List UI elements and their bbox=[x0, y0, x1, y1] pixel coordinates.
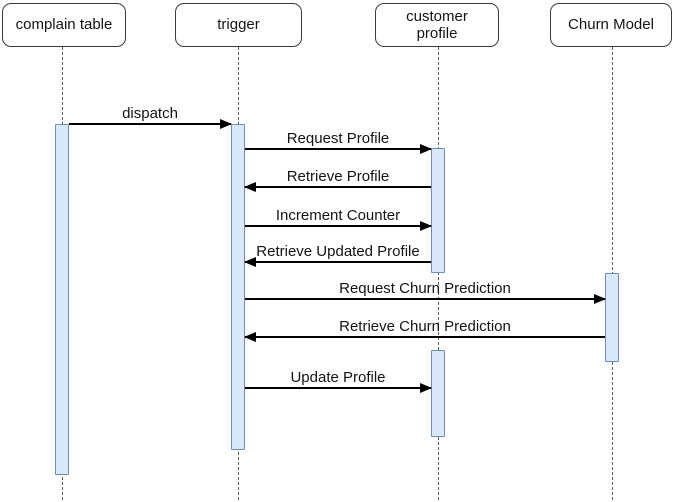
actor-label: trigger bbox=[217, 16, 260, 34]
message-label: Request Churn Prediction bbox=[339, 280, 511, 297]
message-request-profile: Request Profile bbox=[245, 130, 432, 154]
message-request-churn-prediction: Request Churn Prediction bbox=[245, 280, 606, 304]
arrow-left-icon bbox=[244, 257, 431, 267]
activation-bar-customer-profile-2 bbox=[431, 350, 445, 437]
message-retrieve-profile: Retrieve Profile bbox=[244, 168, 431, 192]
actor-label: Churn Model bbox=[568, 16, 654, 34]
actor-box-churn-model: Churn Model bbox=[550, 3, 672, 47]
message-label: Retrieve Churn Prediction bbox=[339, 318, 511, 335]
message-label: Request Profile bbox=[286, 130, 390, 147]
actor-box-customer-profile: customer profile bbox=[375, 3, 499, 47]
arrow-left-icon bbox=[244, 332, 605, 342]
arrow-right-icon bbox=[245, 294, 606, 304]
message-label: dispatch bbox=[122, 105, 178, 122]
actor-box-trigger: trigger bbox=[175, 3, 302, 47]
actor-label: complain table bbox=[15, 16, 113, 34]
actor-label: customer profile bbox=[406, 7, 468, 42]
activation-bar-trigger bbox=[231, 124, 245, 450]
message-update-profile: Update Profile bbox=[245, 369, 432, 393]
message-label: Increment Counter bbox=[275, 207, 401, 224]
arrow-left-icon bbox=[244, 182, 431, 192]
message-retrieve-updated-profile: Retrieve Updated Profile bbox=[244, 243, 431, 267]
message-dispatch: dispatch bbox=[69, 105, 232, 129]
arrow-right-icon bbox=[245, 383, 432, 393]
arrow-right-icon bbox=[245, 221, 432, 231]
activation-bar-churn-model bbox=[605, 273, 619, 362]
message-label: Retrieve Profile bbox=[286, 168, 390, 185]
arrow-right-icon bbox=[69, 119, 232, 129]
activation-bar-customer-profile-1 bbox=[431, 148, 445, 273]
lifeline-customer-profile bbox=[438, 47, 439, 500]
message-label: Update Profile bbox=[290, 369, 386, 386]
arrow-right-icon bbox=[245, 144, 432, 154]
activation-bar-complain-table bbox=[55, 124, 69, 475]
message-label: Retrieve Updated Profile bbox=[256, 243, 420, 260]
actor-box-complain-table: complain table bbox=[2, 3, 126, 47]
message-retrieve-churn-prediction: Retrieve Churn Prediction bbox=[244, 318, 605, 342]
message-increment-counter: Increment Counter bbox=[245, 207, 432, 231]
